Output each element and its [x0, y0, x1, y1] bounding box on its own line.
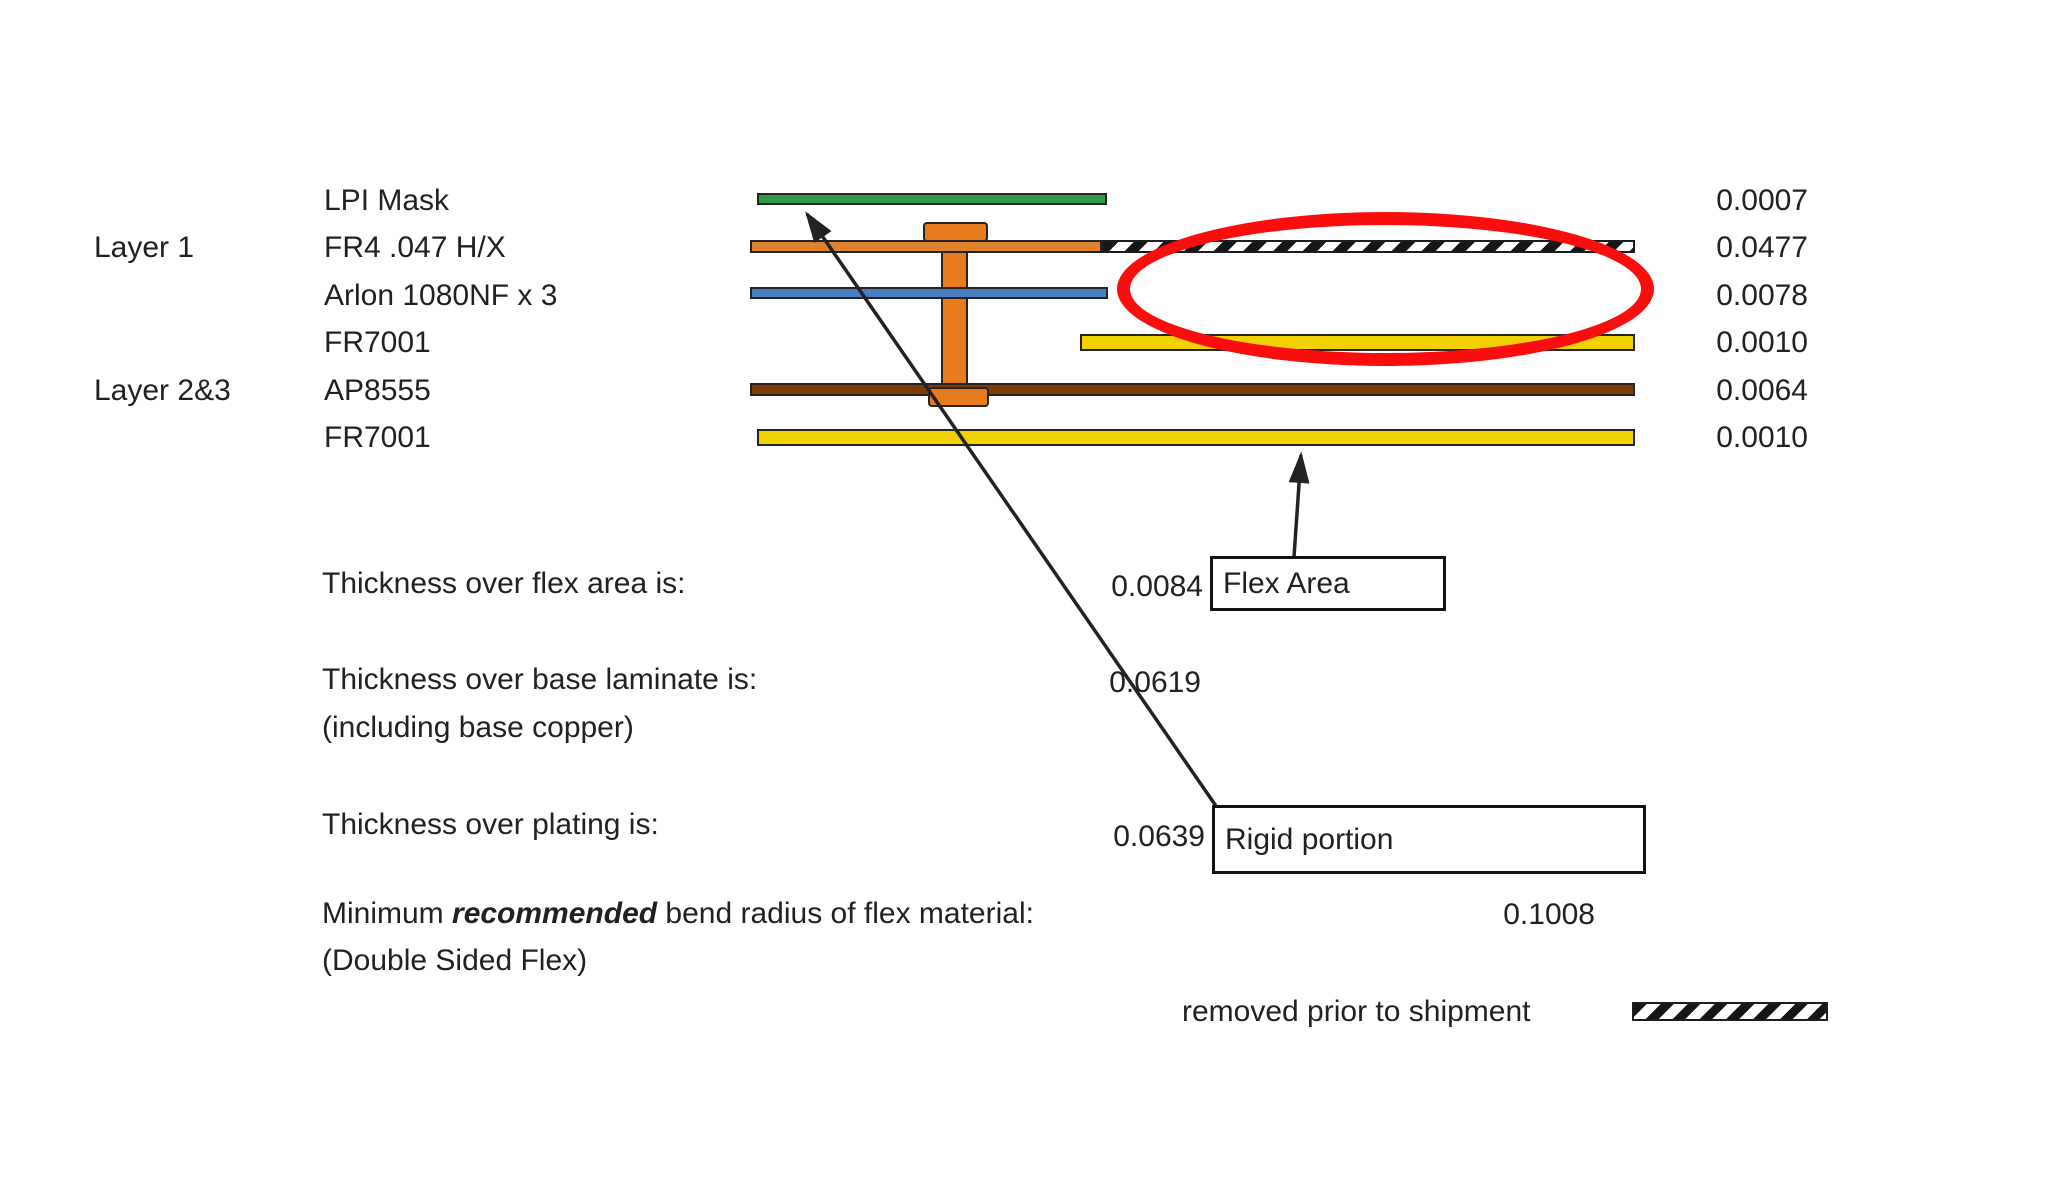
removed-prior-note: removed prior to shipment: [1182, 995, 1531, 1028]
base-laminate-value: 0.0619: [1109, 666, 1201, 699]
bar-lpi-mask: [757, 193, 1107, 205]
material-label-fr7001-bottom: FR7001: [324, 421, 431, 454]
flex-thickness-label: Thickness over flex area is:: [322, 567, 686, 600]
bar-ap8555: [750, 383, 1635, 396]
plating-thickness-value: 0.0639: [1113, 820, 1205, 853]
bend-radius-prefix: Minimum: [322, 897, 453, 930]
thickness-value-fr7001-bottom: 0.0010: [1716, 421, 1808, 454]
rigid-portion-callout-label: Rigid portion: [1225, 822, 1394, 856]
flex-area-callout-label: Flex Area: [1223, 566, 1350, 600]
base-laminate-label: Thickness over base laminate is:: [322, 663, 758, 696]
material-label-fr4: FR4 .047 H/X: [324, 231, 506, 264]
via-pad-bottom: [928, 387, 989, 407]
bar-arlon: [750, 287, 1108, 299]
thickness-value-ap8555: 0.0064: [1716, 374, 1808, 407]
flex-area-pointer-line: [1288, 451, 1310, 558]
layer-label-1: Layer 1: [94, 231, 195, 264]
double-sided-flex-note: (Double Sided Flex): [322, 944, 588, 977]
bend-radius-label: Minimum recommended bend radius of flex …: [322, 897, 1034, 931]
rigid-portion-callout-box: Rigid portion: [1212, 805, 1646, 874]
removable-material-legend-swatch: [1632, 1002, 1828, 1021]
material-label-arlon: Arlon 1080NF x 3: [324, 279, 558, 312]
layer-label-2-3: Layer 2&3: [94, 374, 231, 407]
flex-thickness-value: 0.0084: [1111, 570, 1203, 603]
red-highlight-ellipse: [1117, 212, 1654, 366]
bend-radius-value: 0.1008: [1503, 898, 1595, 931]
thickness-value-fr7001-top: 0.0010: [1716, 326, 1808, 359]
material-label-lpi-mask: LPI Mask: [324, 184, 450, 217]
via-pad-top: [923, 222, 988, 242]
thickness-value-arlon: 0.0078: [1716, 279, 1808, 312]
base-copper-note: (including base copper): [322, 711, 634, 744]
bend-radius-suffix: bend radius of flex material:: [657, 897, 1034, 930]
plating-thickness-label: Thickness over plating is:: [322, 808, 659, 841]
material-label-ap8555: AP8555: [324, 374, 431, 407]
via-barrel: [941, 238, 968, 403]
material-label-fr7001-top: FR7001: [324, 326, 431, 359]
bend-radius-emphasis: recommended: [452, 897, 658, 930]
thickness-value-fr4: 0.0477: [1716, 231, 1808, 264]
thickness-value-lpi-mask: 0.0007: [1716, 184, 1808, 217]
flex-area-callout-box: Flex Area: [1210, 556, 1446, 611]
bar-fr7001-bottom: [757, 429, 1635, 446]
